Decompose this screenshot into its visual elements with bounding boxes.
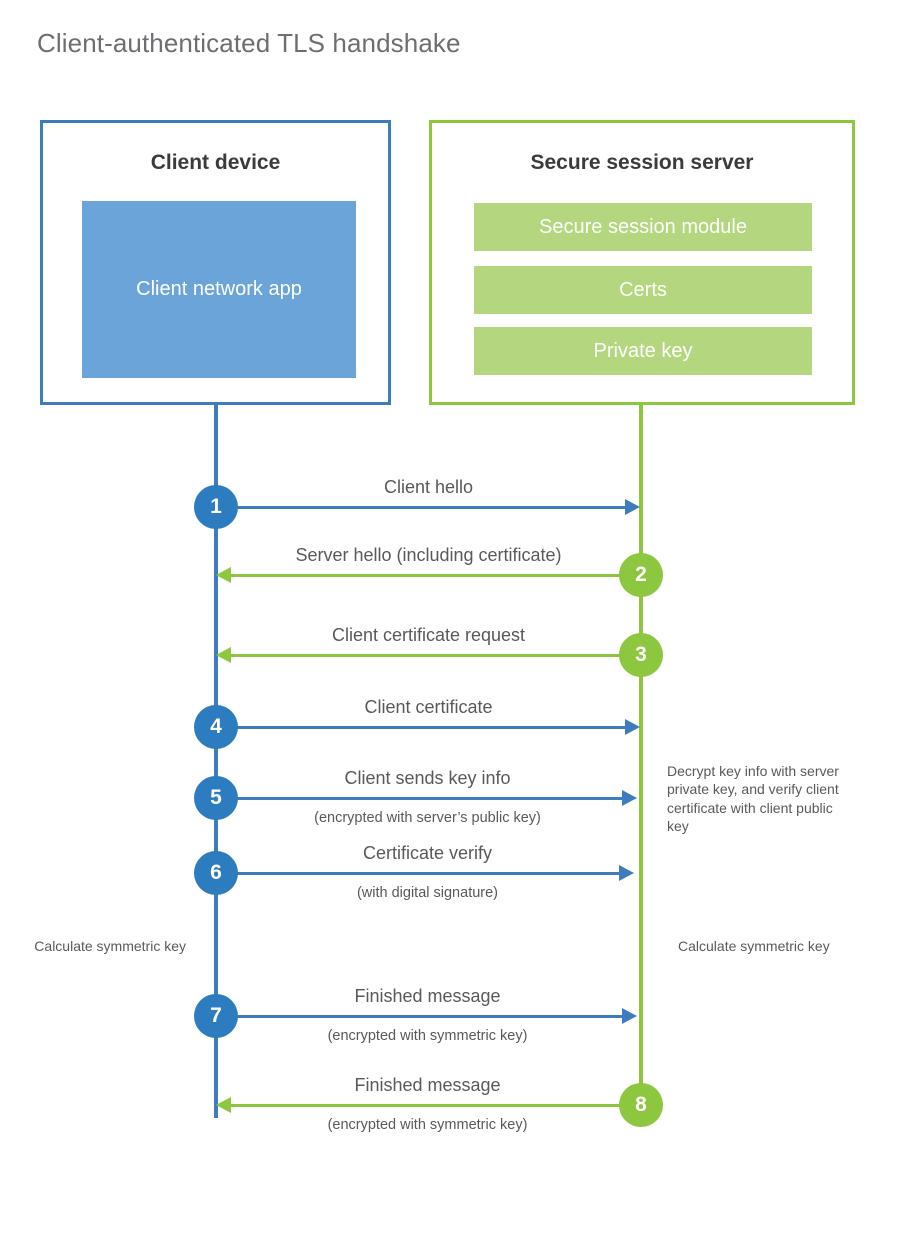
step-4-arrow-shaft (216, 726, 625, 729)
step-1-number-badge[interactable]: 1 (194, 485, 238, 529)
client-device-box: Client device Client network app (40, 120, 391, 405)
step-4-label: Client certificate (364, 697, 493, 717)
step-4-arrow-head (625, 719, 640, 735)
server-component-private-key: Private key (474, 327, 812, 375)
step-7-number-badge[interactable]: 7 (194, 994, 238, 1038)
page-title: Client-authenticated TLS handshake (37, 28, 461, 58)
step-2-arrow-shaft (231, 574, 641, 577)
step-4-number-badge[interactable]: 4 (194, 705, 238, 749)
note-decrypt-key-info: Decrypt key info with server private key… (667, 763, 839, 835)
step-6-number-badge[interactable]: 6 (194, 851, 238, 895)
step-5-arrow-head (622, 790, 637, 806)
step-3-number-badge[interactable]: 3 (619, 633, 663, 677)
step-7-arrow-head (622, 1008, 637, 1024)
step-6-arrow-shaft (216, 872, 619, 875)
step-3-arrow-shaft (231, 654, 641, 657)
step-7-sublabel: (encrypted with symmetric key) (327, 1028, 528, 1044)
step-5-arrow-shaft (216, 797, 622, 800)
step-5-label: Client sends key info (344, 768, 511, 788)
secure-session-server-box: Secure session server Secure session mod… (429, 120, 855, 405)
step-3-label: Client certificate request (331, 625, 526, 645)
step-7-label: Finished message (354, 986, 501, 1006)
step-5-sublabel: (encrypted with server’s public key) (314, 810, 541, 826)
step-6-arrow-head (619, 865, 634, 881)
step-5-number-badge[interactable]: 5 (194, 776, 238, 820)
secure-session-server-title: Secure session server (530, 151, 754, 174)
server-component-certs: Certs (474, 266, 812, 314)
step-2-arrow-head (216, 567, 231, 583)
client-lifeline (214, 405, 218, 1118)
step-1-arrow-shaft (216, 506, 625, 509)
step-6-sublabel: (with digital signature) (356, 885, 499, 901)
step-8-arrow-head (216, 1097, 231, 1113)
server-component-secure-session-module: Secure session module (474, 203, 812, 251)
client-network-app-block: Client network app (82, 201, 356, 378)
client-device-title: Client device (150, 151, 281, 174)
note-calculate-symmetric-key-server: Calculate symmetric key (678, 938, 830, 954)
step-7-arrow-shaft (216, 1015, 622, 1018)
step-8-label: Finished message (354, 1075, 501, 1095)
step-3-arrow-head (216, 647, 231, 663)
note-calculate-symmetric-key-client: Calculate symmetric key (34, 938, 186, 954)
server-lifeline (639, 405, 643, 1105)
step-8-arrow-shaft (231, 1104, 641, 1107)
step-2-label: Server hello (including certificate) (295, 545, 562, 565)
step-8-number-badge[interactable]: 8 (619, 1083, 663, 1127)
step-8-sublabel: (encrypted with symmetric key) (327, 1117, 528, 1133)
step-2-number-badge[interactable]: 2 (619, 553, 663, 597)
step-1-arrow-head (625, 499, 640, 515)
step-1-label: Client hello (383, 477, 474, 497)
step-6-label: Certificate verify (362, 843, 493, 863)
